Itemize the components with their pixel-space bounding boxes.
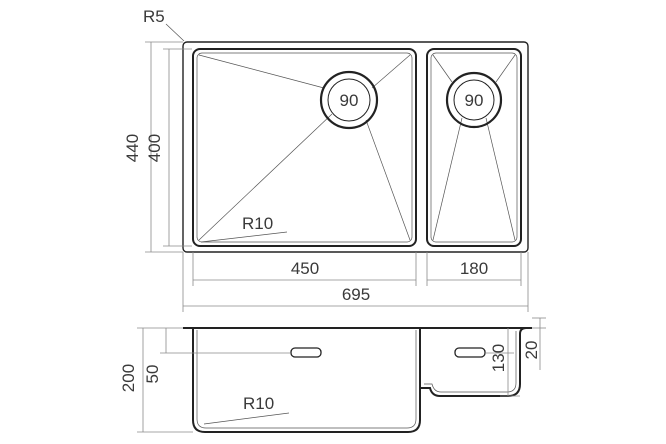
right-bowl-outline — [426, 48, 522, 247]
sink-outer-rim — [182, 41, 529, 253]
top-vertical-dimensions — [145, 41, 192, 253]
large-bowl-inner-profile — [196, 330, 417, 429]
right-drain-inner — [453, 79, 495, 121]
large-bowl-overflow-slot — [290, 347, 322, 358]
right-bowl-inner-line — [430, 52, 518, 243]
depth-small-bowl-label: 130 — [489, 344, 508, 372]
width-left-bowl-label: 450 — [291, 259, 319, 278]
left-bowl-outline — [192, 48, 417, 247]
height-total-label: 440 — [123, 134, 142, 162]
corner-radius-leader — [165, 23, 185, 42]
depth-total-label: 200 — [119, 364, 138, 392]
top-view: 90 90 R10 R5 440 400 — [123, 7, 529, 312]
right-bowl-slope-lines — [432, 54, 516, 241]
section-radius-leader — [203, 412, 290, 425]
depth-offset-label: 50 — [143, 365, 162, 384]
inner-radius-section-label: R10 — [243, 394, 274, 413]
left-bowl-slope-lines — [198, 54, 411, 241]
width-total-label: 695 — [342, 285, 370, 304]
left-drain-label: 90 — [340, 91, 359, 110]
left-drain-inner — [327, 78, 371, 122]
left-bowl-inner-line — [196, 52, 413, 243]
height-bowl-label: 400 — [145, 134, 164, 162]
corner-radius-label: R5 — [143, 7, 165, 26]
top-horizontal-dimensions — [182, 252, 529, 312]
right-drain-outer — [445, 71, 503, 129]
large-bowl-profile — [192, 328, 421, 433]
small-bowl-inner-profile — [424, 331, 517, 393]
section-view: 200 50 130 20 R10 — [119, 317, 546, 433]
inner-radius-top-label: R10 — [242, 214, 273, 233]
small-bowl-profile — [420, 327, 527, 397]
lip-height-label: 20 — [522, 341, 541, 360]
section-dimensions — [137, 317, 546, 433]
right-drain-label: 90 — [465, 91, 484, 110]
inner-radius-leader — [200, 231, 288, 243]
width-right-bowl-label: 180 — [460, 259, 488, 278]
left-drain-outer — [319, 70, 379, 130]
small-bowl-overflow-slot — [454, 347, 486, 358]
